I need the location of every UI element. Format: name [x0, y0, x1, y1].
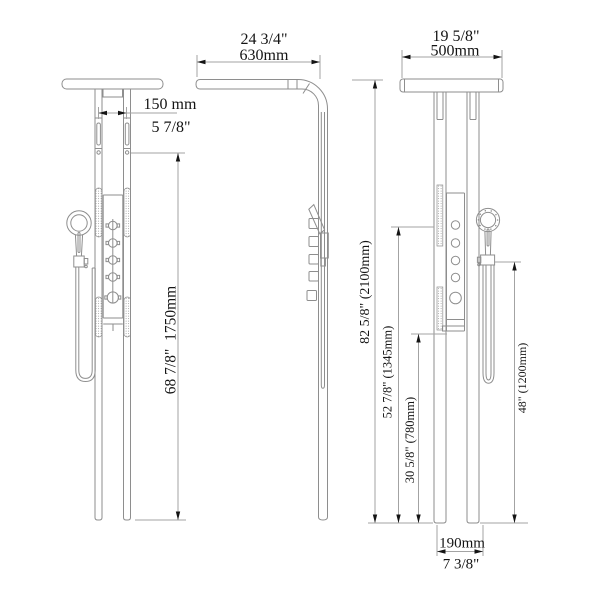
valve-knob: [450, 255, 461, 266]
holder-bracket: [83, 258, 89, 265]
hand-shower-holder: [73, 255, 85, 268]
posts: [433, 92, 480, 524]
holder-screw: [477, 262, 481, 267]
dim-line: [401, 50, 503, 78]
valve-knob-profile: [308, 271, 319, 282]
dim-arrows: [98, 110, 127, 116]
mount-hole: [96, 150, 101, 155]
dim-valve-panel-height: 30 5/8" (780mm): [403, 333, 447, 523]
label-arm-length-inch: 24 3/4": [241, 31, 288, 48]
jet-pad: [123, 296, 131, 338]
label-panel-height: 68 7/8" 1750mm: [163, 286, 180, 394]
dim-line: [495, 261, 521, 523]
hand-shower-ring-inner: [479, 211, 497, 229]
top-bar: [61, 78, 164, 90]
hand-shower-neck: [74, 234, 84, 257]
jet-pad: [95, 296, 103, 338]
hose-outer: [482, 265, 495, 384]
label-total-height: 82 5/8" (2100mm): [358, 240, 373, 344]
arm-segment-ticks: [287, 79, 310, 94]
dim-top-bar-width: 19 5/8" 500mm: [401, 28, 503, 78]
jet-pad: [95, 187, 103, 238]
label-top-bar-mm: 500mm: [431, 43, 480, 60]
jet-pad: [123, 187, 131, 238]
hose-inner: [485, 265, 492, 381]
dim-line: [352, 79, 383, 523]
dim-post-spacing: 150 mm 5 7/8": [98, 96, 197, 136]
hand-shower-ring-outer: [475, 207, 501, 233]
mount-slot: [124, 122, 130, 146]
holder-bracket: [476, 256, 482, 263]
valve-knob: [450, 238, 461, 248]
jet-strip: [436, 184, 444, 247]
label-valve-panel-height: 30 5/8" (780mm): [403, 397, 417, 483]
holder-profile: [320, 257, 326, 267]
dim-line: [391, 226, 434, 523]
hose-inner: [78, 267, 96, 379]
dim-line: [411, 333, 447, 523]
mount-bracket: [102, 88, 123, 98]
hand-shower-ring-inner: [70, 214, 88, 232]
front-view: [61, 78, 164, 521]
hand-shower-neck: [484, 230, 492, 256]
dim-line: [196, 55, 321, 79]
panel-tab: [442, 325, 447, 332]
right-view: [399, 78, 504, 524]
label-post-spacing-mm: 150 mm: [144, 96, 197, 113]
label-hand-shower-height: 48" (1200mm): [515, 343, 529, 414]
dim-line: [131, 152, 186, 521]
jet-strip: [436, 286, 444, 331]
valve-knob: [450, 220, 461, 230]
valve-knob-profile: [308, 236, 319, 247]
holder-screw: [84, 264, 88, 269]
hand-shower-slot: [486, 228, 490, 247]
hand-shower: [66, 210, 96, 383]
arm-and-post-outline: [195, 79, 328, 521]
hand-shower-holder: [480, 254, 496, 266]
valve-knob: [450, 272, 461, 283]
top-bar-end-ticks: [404, 79, 499, 92]
diverter-lever: [308, 203, 326, 235]
hand-shower: [475, 207, 501, 384]
valve-panel: [446, 192, 465, 332]
label-base-spacing-mm: 190mm: [439, 536, 485, 552]
hand-shower-ring-holes: [477, 209, 499, 231]
top-bar: [399, 78, 504, 93]
post-inner-tubes: [436, 92, 477, 120]
posts: [94, 89, 131, 521]
dim-base-spacing: 190mm 7 3/8": [436, 525, 485, 573]
dim-panel-height: 68 7/8" 1750mm: [131, 152, 186, 521]
label-post-spacing-inch: 5 7/8": [152, 119, 191, 136]
hand-shower-slot: [77, 232, 81, 253]
hose-outer: [75, 267, 96, 383]
dim-total-height: 82 5/8" (2100mm): [352, 79, 383, 523]
dim-hand-shower-height: 48" (1200mm): [495, 261, 529, 523]
valve-panel: [102, 194, 124, 331]
dim-arm-length: 24 3/4" 630mm: [196, 31, 321, 79]
valve-knob-profile: [308, 218, 319, 229]
hand-shower-ring-outer: [66, 210, 92, 236]
valve-knob-profile: [306, 290, 317, 301]
label-jet-panel-height: 52 7/8" (1345mm): [381, 326, 395, 419]
side-view: [195, 79, 329, 521]
valve-knob-profile: [308, 254, 319, 265]
label-base-spacing-inch: 7 3/8": [443, 557, 480, 573]
label-arm-length-mm: 630mm: [240, 47, 289, 64]
mount-slot: [96, 122, 101, 146]
valve-knob-tabs: [104, 223, 122, 300]
valve-knob-large: [449, 291, 462, 305]
inner-hose-profile: [320, 112, 325, 389]
label-top-bar-inch: 19 5/8": [433, 28, 480, 45]
mount-hole: [124, 150, 130, 155]
dim-jet-panel-height: 52 7/8" (1345mm): [381, 226, 434, 523]
